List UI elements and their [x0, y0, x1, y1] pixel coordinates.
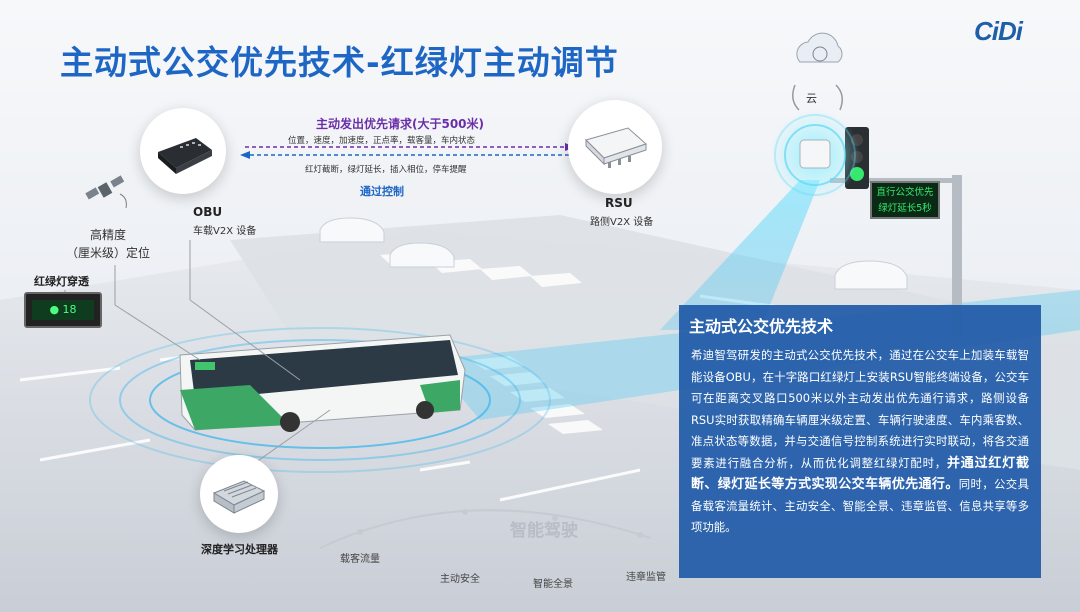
- cloud-sync-arrows: [792, 84, 843, 111]
- smart-driving-label: 智能驾驶: [510, 521, 578, 541]
- light-penetration-display: ● 18: [24, 292, 102, 328]
- info-panel: 主动式公交优先技术 希迪智驾研发的主动式公交优先技术，通过在公交车上加装车载智能…: [679, 305, 1041, 578]
- control-label: 通过控制: [360, 185, 404, 198]
- rsu-desc: 路侧V2X 设备: [590, 217, 654, 228]
- bus: [179, 334, 466, 432]
- cloud-label: 云: [806, 92, 817, 105]
- countdown-display: ● 18: [32, 300, 94, 320]
- panel-text-bold: 并通过红灯截断、绿灯延长等方式实现公交车辆优先通行。: [691, 455, 1029, 493]
- processor-circle: [200, 455, 278, 533]
- rsu-device-pole: [799, 139, 831, 169]
- priority-sign: 直行公交优先 绿灯延长5秒: [870, 181, 940, 219]
- processor-label: 深度学习处理器: [201, 543, 278, 556]
- cloud-icon: [796, 32, 843, 63]
- positioning-line1: 高精度: [90, 228, 127, 242]
- light-penetration-label: 红绿灯穿透: [34, 275, 89, 288]
- control-items: 红灯截断，绿灯延长，插入相位，停车提醒: [305, 165, 467, 175]
- rsu-device-icon: [585, 127, 647, 168]
- obu-name: OBU: [193, 205, 223, 219]
- request-label: 主动发出优先请求(大于500米): [316, 117, 485, 131]
- panel-text-normal-2: 同时，公交具备载客流量统计、主动安全、智能全景、违章监管、信息共享等多项功能。: [691, 477, 1029, 534]
- sign-line1: 直行公交优先: [876, 187, 934, 198]
- obu-device-icon: [158, 138, 212, 174]
- panel-text: 希迪智驾研发的主动式公交优先技术，通过在公交车上加装车载智能设备OBU，在十字路…: [691, 345, 1029, 539]
- signal-pole: [952, 175, 962, 335]
- panel-title: 主动式公交优先技术: [689, 317, 834, 336]
- signal-beam: [660, 180, 820, 330]
- positioning-line2: （厘米级）定位: [66, 246, 151, 260]
- page-title: 主动式公交优先技术-红绿灯主动调节: [60, 43, 619, 82]
- cars: [319, 217, 908, 290]
- processor-icon: [212, 480, 266, 514]
- feature-1: 主动安全: [440, 574, 480, 585]
- sign-line2: 绿灯延长5秒: [878, 203, 932, 214]
- feature-0: 载客流量: [340, 554, 380, 565]
- rsu-device-circle: [568, 100, 662, 194]
- obu-device-circle: [140, 108, 226, 194]
- request-items: 位置，速度，加速度，正点率，载客量，车内状态: [288, 136, 476, 146]
- rsu-name: RSU: [605, 196, 633, 210]
- signal-indicator-icon: ●: [49, 303, 60, 316]
- countdown-value: 18: [62, 303, 77, 316]
- company-logo: CiDi: [974, 16, 1023, 46]
- panel-text-normal-1: 希迪智驾研发的主动式公交优先技术，通过在公交车上加装车载智能设备OBU，在十字路…: [691, 348, 1029, 470]
- feature-3: 违章监管: [626, 572, 666, 583]
- feature-2: 智能全景: [533, 579, 573, 590]
- obu-desc: 车载V2X 设备: [193, 226, 257, 237]
- satellite-icon: [85, 175, 127, 209]
